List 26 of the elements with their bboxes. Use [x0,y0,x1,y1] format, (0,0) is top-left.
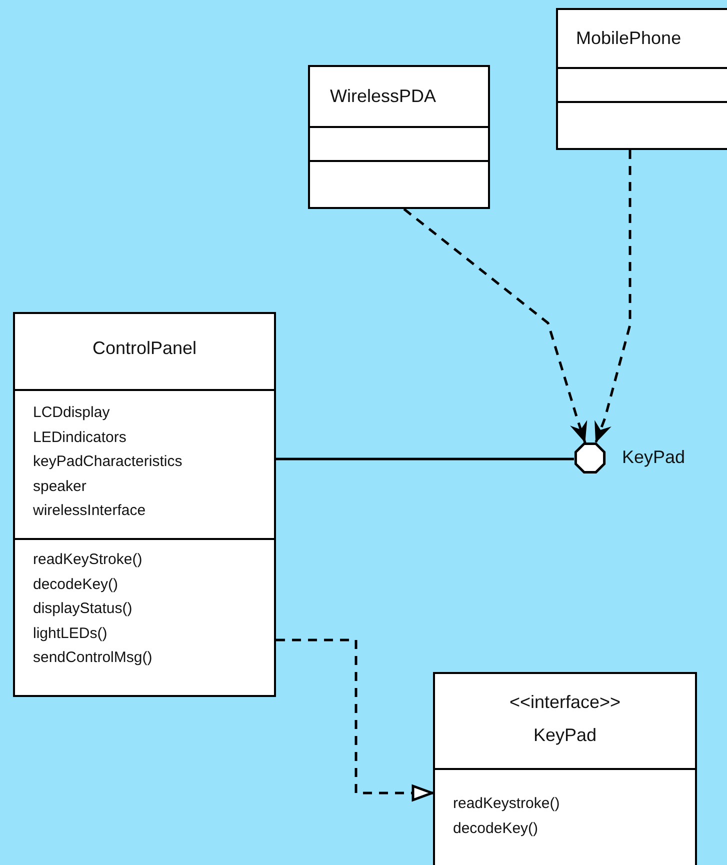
attribute-text: LEDindicators [33,428,126,448]
attribute-text: keyPadCharacteristics [33,452,182,472]
method-text: sendControlMsg() [33,648,152,668]
dependency-arrow [594,150,632,444]
method-text: decodeKey() [453,818,538,838]
method-text: decodeKey() [33,574,118,594]
method-text: displayStatus() [33,599,132,619]
class-box [433,672,697,865]
attribute-text: wirelessInterface [33,501,146,521]
method-text: readKeystroke() [453,794,560,814]
class-name: KeyPad [533,724,597,747]
class-name: ControlPanel [92,337,197,360]
realization-arrow [276,638,434,802]
method-text: readKeyStroke() [33,550,142,570]
class-box [13,312,276,697]
attribute-text: LCDdisplay [33,403,110,423]
class-box [308,65,490,209]
attribute-text: speaker [33,476,86,496]
connector-line [276,458,574,460]
dependency-arrow [403,208,588,444]
interface-name: KeyPad [622,447,686,468]
method-text: lightLEDs() [33,624,108,644]
stereotype-label: <<interface>> [509,691,621,714]
class-name: MobilePhone [576,27,682,50]
class-box [556,8,727,150]
class-name: WirelessPDA [330,85,436,108]
